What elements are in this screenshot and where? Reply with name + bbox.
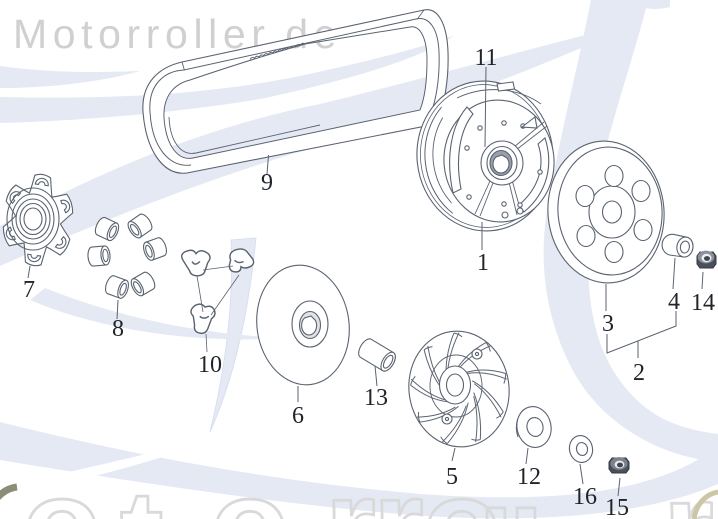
svg-text:9: 9 — [261, 170, 273, 196]
svg-text:r: r — [663, 454, 714, 519]
svg-text:10: 10 — [198, 352, 222, 378]
svg-text:o: o — [22, 451, 101, 519]
svg-text:13: 13 — [364, 385, 388, 411]
svg-text:r: r — [373, 451, 424, 519]
svg-text:2: 2 — [633, 360, 645, 386]
svg-text:14: 14 — [691, 290, 715, 316]
svg-text:16: 16 — [573, 484, 597, 510]
svg-text:o: o — [422, 451, 501, 519]
svg-text:12: 12 — [517, 464, 541, 490]
svg-text:r: r — [325, 451, 376, 519]
svg-text:l: l — [478, 484, 514, 519]
svg-text:6: 6 — [292, 403, 304, 429]
svg-text:7: 7 — [23, 277, 35, 303]
svg-text:5: 5 — [446, 464, 458, 490]
svg-text:t: t — [120, 463, 163, 519]
svg-text:11: 11 — [474, 45, 497, 71]
svg-text:o: o — [210, 451, 289, 519]
svg-text:1: 1 — [477, 250, 489, 276]
svg-text:Motorroller.de: Motorroller.de — [13, 11, 342, 57]
svg-text:4: 4 — [668, 289, 680, 315]
svg-text:8: 8 — [112, 316, 124, 342]
svg-text:15: 15 — [605, 495, 629, 519]
svg-text:3: 3 — [602, 311, 614, 337]
svg-text:l: l — [508, 484, 544, 519]
